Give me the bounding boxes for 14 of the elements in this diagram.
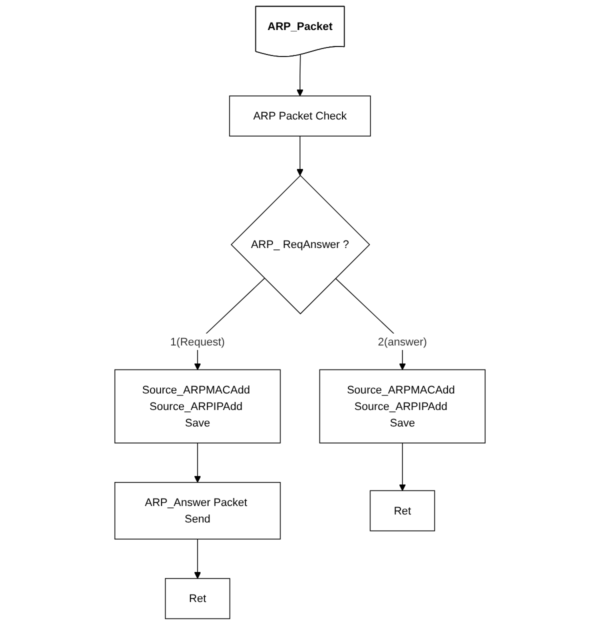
arrow xyxy=(194,442,202,483)
node-box: ARP Packet Check xyxy=(229,96,371,136)
node-box: ARP_Answer Packet Send xyxy=(114,482,281,540)
node-box: Ret xyxy=(164,578,230,620)
edge-label: 2(answer) xyxy=(378,335,427,348)
node-box: Source_ARPMACAdd Source_ARPIPAdd Save xyxy=(114,369,281,444)
arrow xyxy=(398,442,406,491)
node-diamond: ARP_ ReqAnswer ? xyxy=(230,174,370,314)
arrow xyxy=(296,54,304,96)
edge-label: 1(Request) xyxy=(170,335,225,348)
arrow xyxy=(194,538,202,579)
node-box: Ret xyxy=(370,490,436,532)
node-box: Source_ARPMACAdd Source_ARPIPAdd Save xyxy=(319,369,486,444)
arrow xyxy=(296,136,304,176)
